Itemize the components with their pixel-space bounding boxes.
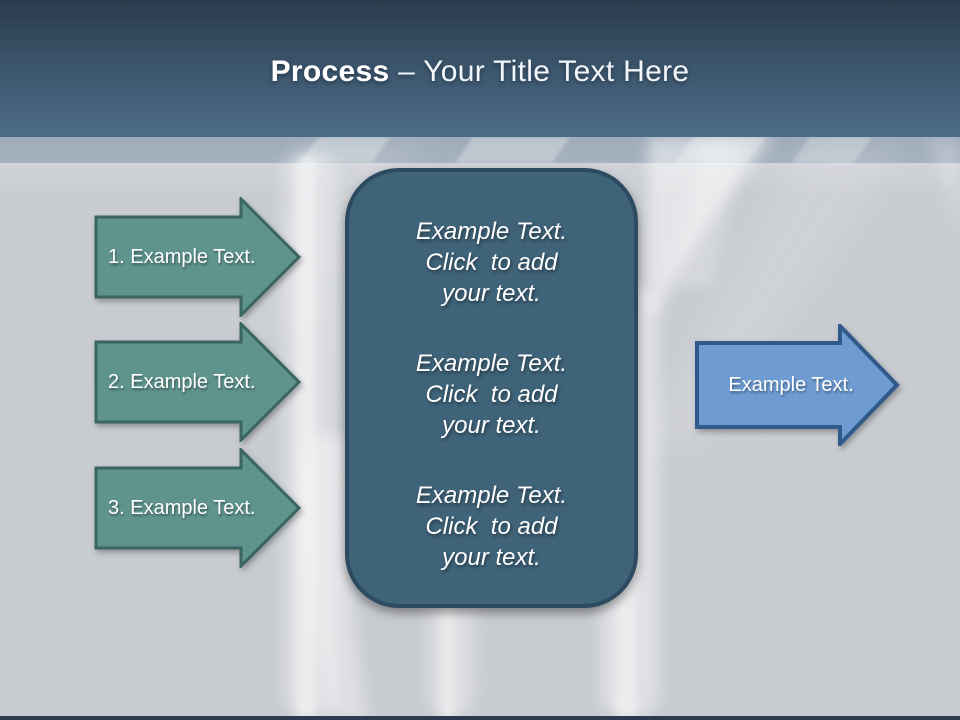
blue-arrow-shape [695, 324, 900, 446]
center-text-panel-content: Example Text. Click to add your text. Ex… [349, 216, 634, 573]
slide-title-keyword: Process [270, 55, 390, 88]
process-step-arrow-3[interactable]: 3. Example Text. [94, 448, 302, 568]
step-1-label[interactable]: 1. Example Text. [108, 246, 256, 268]
panel-paragraph-3[interactable]: Example Text. Click to add your text. [415, 482, 568, 571]
process-step-arrow-2[interactable]: 2. Example Text. [94, 322, 302, 442]
step-3-label[interactable]: 3. Example Text. [108, 497, 256, 519]
divider-band [0, 137, 960, 163]
slide-title[interactable]: Process – Your Title Text Here [0, 55, 960, 89]
slide-title-placeholder: – Your Title Text Here [398, 55, 690, 88]
footer-strip [0, 716, 960, 720]
center-text-panel[interactable]: Example Text. Click to add your text. Ex… [345, 168, 638, 608]
result-arrow-label[interactable]: Example Text. [728, 374, 854, 396]
process-step-arrow-1[interactable]: 1. Example Text. [94, 197, 302, 317]
header-banner: Process – Your Title Text Here [0, 0, 960, 137]
panel-paragraph-2[interactable]: Example Text. Click to add your text. [415, 350, 568, 439]
teal-arrow-shape [94, 322, 302, 442]
step-2-label[interactable]: 2. Example Text. [108, 371, 256, 393]
panel-paragraph-1[interactable]: Example Text. Click to add your text. [415, 218, 568, 307]
teal-arrow-shape [94, 448, 302, 568]
result-arrow[interactable]: Example Text. [695, 324, 901, 446]
teal-arrow-shape [94, 197, 302, 317]
